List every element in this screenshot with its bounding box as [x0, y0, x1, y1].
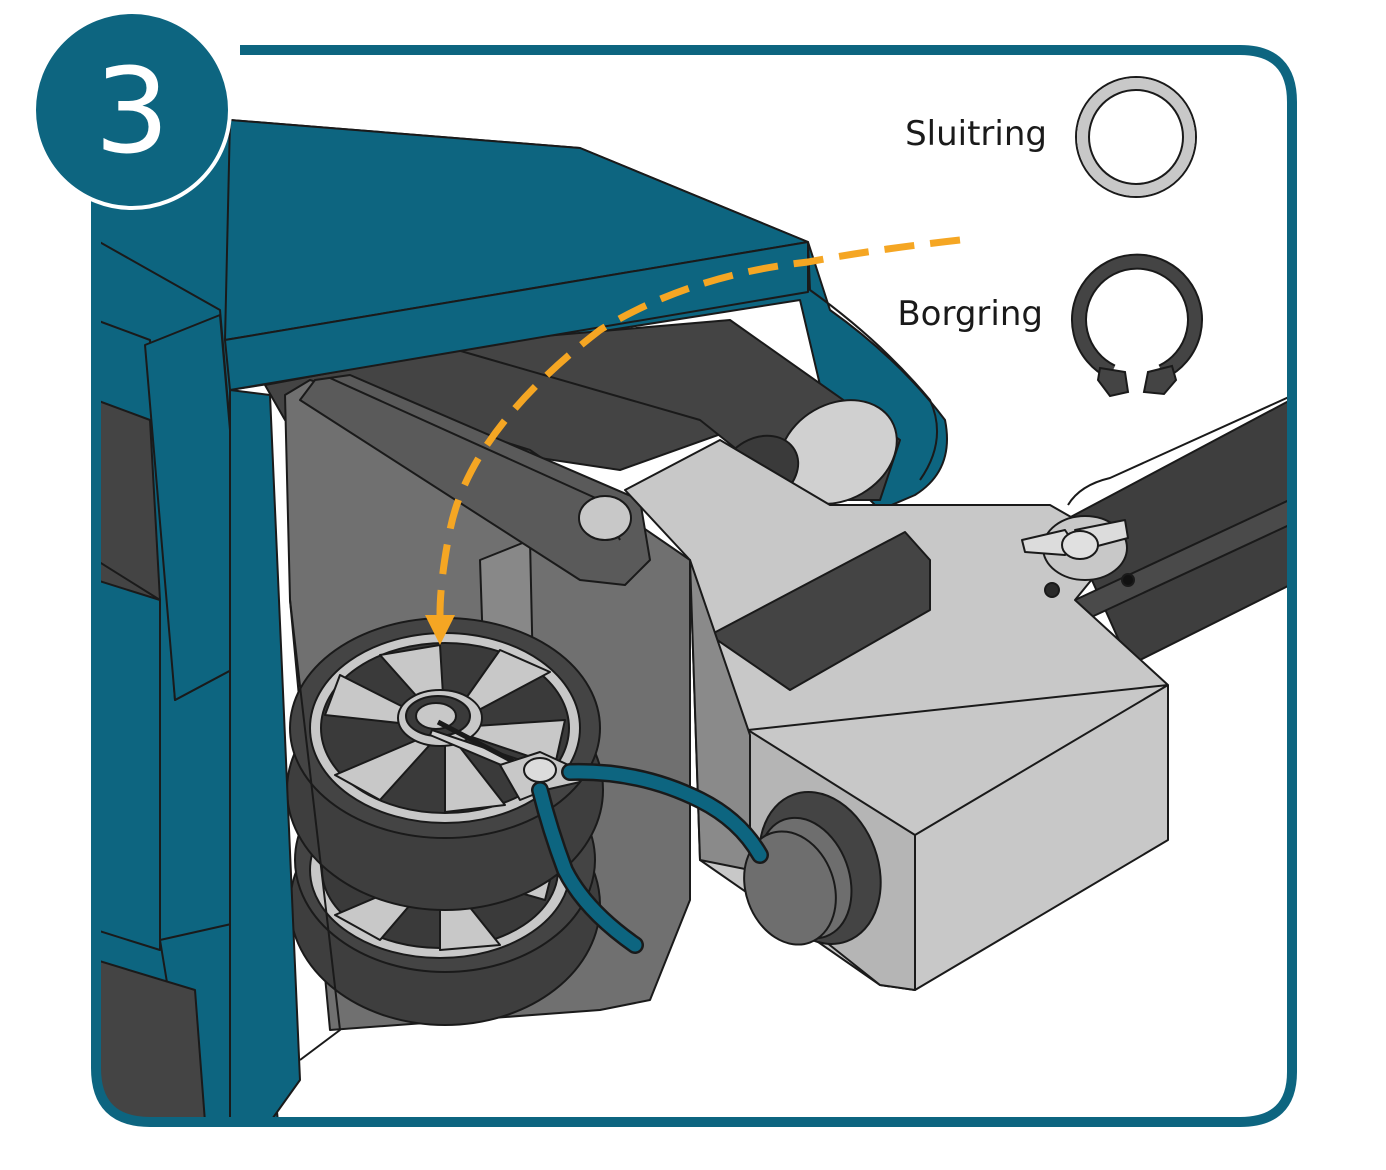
pallet-truck-illustration	[96, 119, 1292, 1122]
retaining-ring-label: Borgring	[897, 294, 1043, 334]
step-frame-border	[91, 45, 1297, 1127]
arrow-head-icon	[425, 615, 455, 645]
lift-link-bar	[299, 374, 651, 586]
top-cover-plate	[224, 119, 809, 391]
closing-ring-icon	[1075, 76, 1197, 198]
closing-ring-label: Sluitring	[905, 114, 1047, 154]
wing-nut	[1021, 515, 1135, 598]
drawbar-handle	[1064, 391, 1292, 666]
legend-retaining-ring: Borgring	[897, 253, 1203, 398]
legend-closing-ring: Sluitring	[905, 76, 1197, 198]
step-number-badge: 3	[32, 10, 232, 210]
step-number: 3	[94, 42, 169, 180]
teal-frame-column	[96, 119, 341, 1122]
retaining-ring-icon	[1071, 253, 1203, 398]
ring-placement-path	[425, 236, 961, 645]
circlip-pliers	[429, 719, 769, 954]
